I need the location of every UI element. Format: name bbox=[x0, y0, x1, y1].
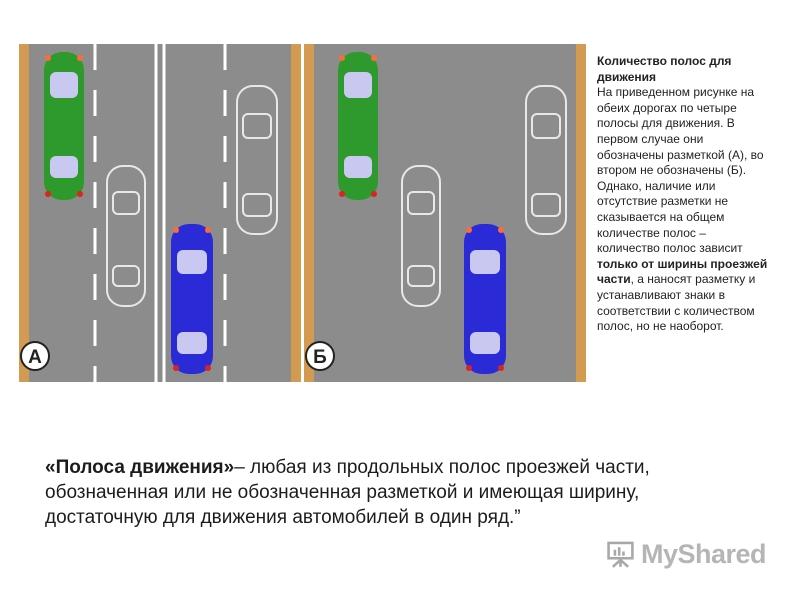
road-figure-a: А bbox=[19, 44, 301, 382]
outline-car bbox=[525, 85, 567, 235]
green-car bbox=[338, 52, 378, 200]
figure-label: Б bbox=[313, 347, 327, 368]
figure-label-badge bbox=[20, 341, 50, 371]
lane-markings bbox=[93, 44, 227, 382]
outline-car bbox=[236, 85, 278, 235]
side-paragraph-end: , а наносят разметку и устанавливают зна… bbox=[597, 272, 756, 334]
definition-term: «Полоса движения» bbox=[45, 457, 235, 478]
road-shoulder-left bbox=[304, 44, 314, 382]
blue-car bbox=[464, 224, 506, 374]
road-shoulder-right bbox=[291, 44, 301, 382]
outline-car bbox=[401, 165, 441, 307]
blue-car bbox=[171, 224, 213, 374]
side-paragraph-start: На приведенном рисунке на обеих дорогах … bbox=[597, 85, 764, 256]
watermark-text: MyShared bbox=[640, 538, 767, 569]
figure-label-badge bbox=[305, 341, 335, 371]
side-heading: Количество полос для движения bbox=[597, 54, 732, 84]
road-shoulder-left bbox=[19, 44, 29, 382]
lane-definition: «Полоса движения»– любая из продольных п… bbox=[45, 455, 745, 530]
definition-text: – любая из продольных полос проезжей час… bbox=[45, 457, 650, 528]
green-car bbox=[44, 52, 84, 200]
side-bold-phrase: только от ширины проезжей части bbox=[597, 256, 768, 287]
figure-label: А bbox=[28, 347, 42, 368]
road-shoulder-right bbox=[576, 44, 586, 382]
outline-car bbox=[106, 165, 146, 307]
watermark: MyShared bbox=[606, 534, 767, 574]
road-figure-b: Б bbox=[304, 44, 586, 382]
presentation-board-icon bbox=[607, 541, 634, 568]
side-explanation: Количество полос для движения На приведе… bbox=[597, 54, 769, 335]
